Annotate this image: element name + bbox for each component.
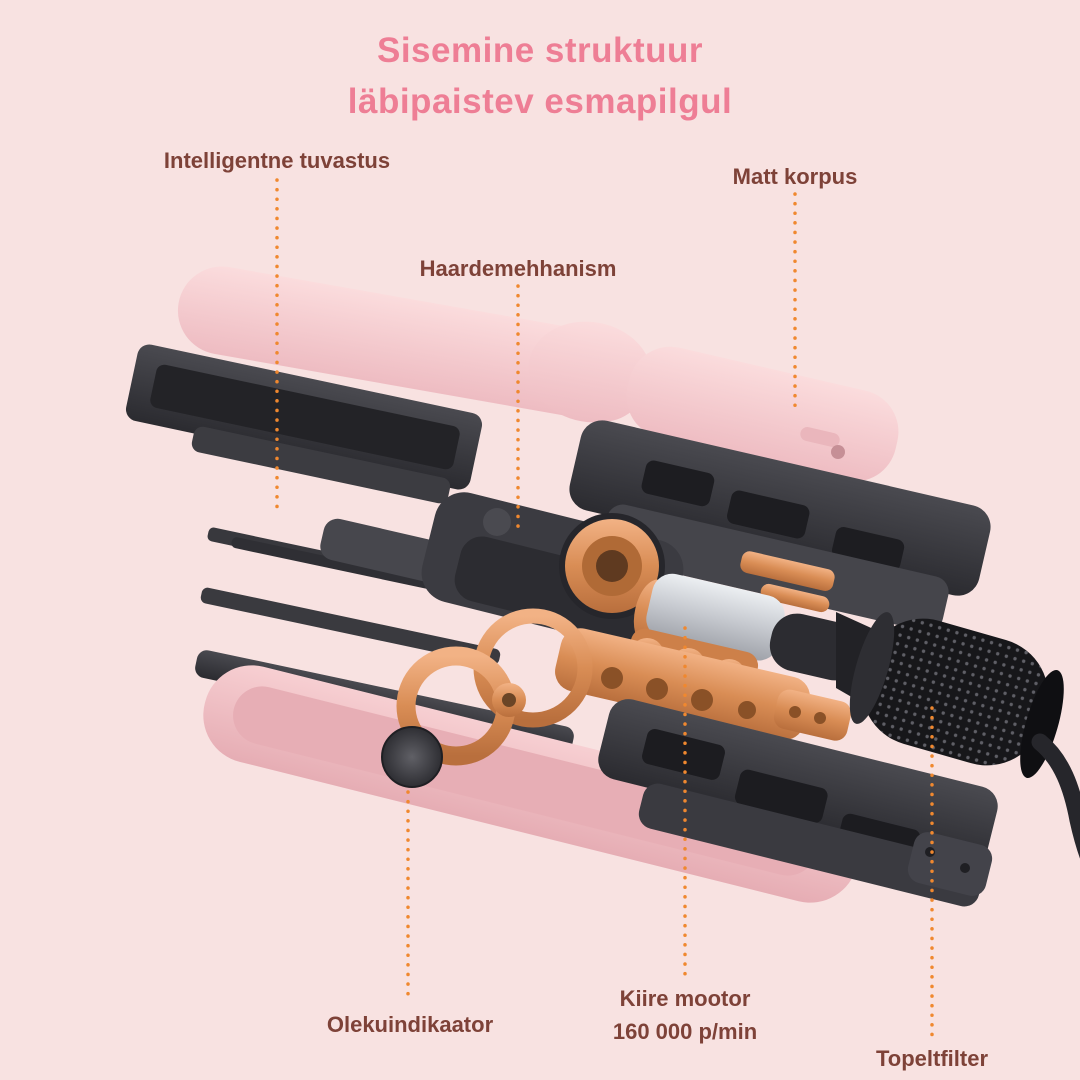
upper-right-housing: [569, 420, 991, 632]
title-line-2: läbipaistev esmapilgul: [347, 81, 733, 121]
label-haardemehhanism: Haardemehhanism: [419, 256, 617, 281]
label-kiire-mootor: Kiire mootor 160 000 p/min: [613, 982, 757, 1048]
copper-plate: [555, 628, 852, 741]
upper-frame-tray: [125, 344, 483, 504]
page-title: Sisemine struktuur läbipaistev esmapilgu…: [0, 26, 1080, 128]
power-cable: [1031, 733, 1080, 859]
status-indicator-disc: [381, 726, 443, 788]
label-kiire-mootor-line1: Kiire mootor: [619, 986, 751, 1011]
air-filter: [836, 612, 1080, 859]
label-topeltfilter: Topeltfilter: [875, 1046, 989, 1071]
label-matt-korpus: Matt korpus: [732, 164, 858, 189]
leader-lines: [275, 178, 934, 1040]
pink-barrel-shell: [177, 266, 899, 482]
bottom-right-frame: [598, 699, 998, 907]
copper-disc: [559, 513, 665, 619]
title-line-1: Sisemine struktuur: [376, 31, 704, 70]
label-intelligentne-tuvastus: Intelligentne tuvastus: [163, 148, 391, 173]
copper-rings: [396, 608, 593, 766]
label-kiire-mootor-line2: 160 000 p/min: [612, 1019, 758, 1044]
label-olekuindikaator: Olekuindikaator: [326, 1012, 494, 1037]
